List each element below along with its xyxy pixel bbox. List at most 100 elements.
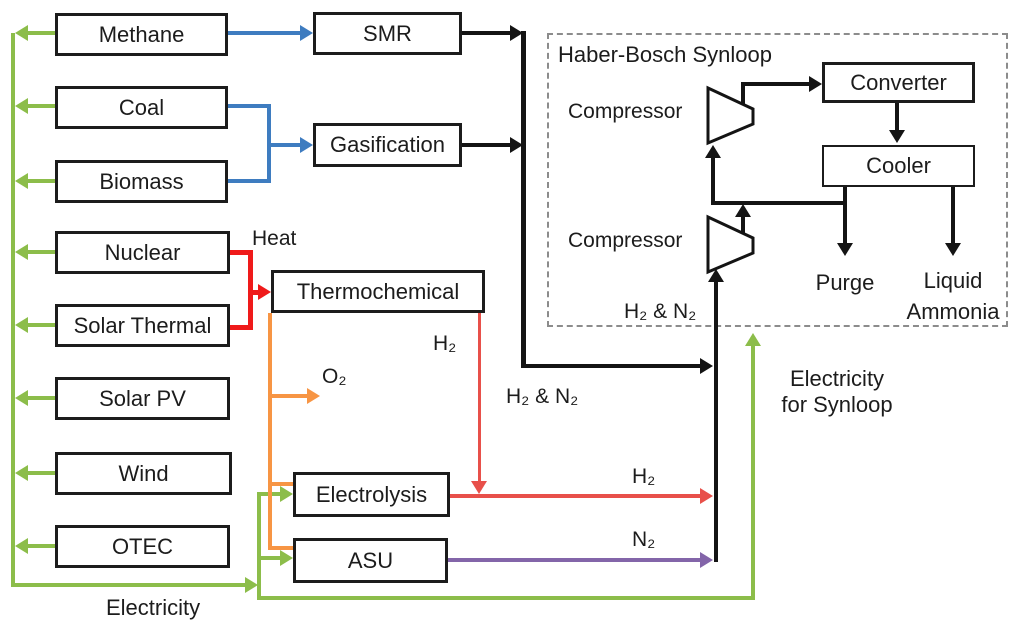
node-gasification: Gasification [313,123,462,167]
node-electrolysis-label: Electrolysis [315,481,428,507]
compressor-top-label: Compressor [568,100,683,123]
node-thermochemical-label: Thermochemical [296,278,460,304]
node-coal-label: Coal [118,94,165,120]
electricity-to-otec-line [27,544,55,548]
node-converter-label: Converter [850,69,947,95]
electricity-to-solar-thermal-line [27,323,55,327]
liquid-ammonia-arrowhead [945,243,961,256]
methane-to-smr-arrowhead [300,25,313,41]
recycle-to-compressor-line [711,156,715,203]
gasification-out-arrowhead [510,137,523,153]
compressor-bottom-symbol [706,214,755,275]
biomass-out-line [228,179,271,183]
orange-to-asu-line [272,546,293,550]
purge-arrowhead [837,243,853,256]
node-methane-label: Methane [98,21,185,47]
h2-n2-feed-label: H₂ & N₂ [506,385,579,408]
to-converter-arrowhead [809,76,822,92]
electricity-synloop-line [751,340,755,598]
electricity-to-solar-thermal-arrowhead [15,317,28,333]
node-solar-pv-label: Solar PV [99,385,186,411]
h2-electrolysis-label: H₂ [632,465,656,488]
node-wind-label: Wind [118,460,169,486]
heat-to-thermochemical-arrowhead [258,284,271,300]
thermochemical-h2-line [478,313,481,481]
electricity-bottom-line [11,583,245,587]
node-asu: ASU [293,538,448,583]
node-electrolysis: Electrolysis [293,472,450,517]
electricity-to-methane-line [27,31,55,35]
node-coal: Coal [55,86,228,129]
methane-to-smr-line [228,31,302,35]
node-smr: SMR [313,12,462,55]
electricity-bottom-arrowhead [245,577,258,593]
electricity-to-nuclear-line [27,250,55,254]
compressor-top-out-vline [741,84,745,108]
smr-out-line [462,31,511,35]
purge-line [843,205,847,244]
compressor-bottom-label: Compressor [568,229,683,252]
electricity-riser-line [257,492,261,600]
thermochemical-down-line [268,313,272,550]
coal-biomass-bus-line [267,104,271,183]
liquid-ammonia-label-line2: Ammonia [906,299,1000,324]
oxygen-line [272,394,308,398]
purge-label: Purge [815,270,875,295]
compressor-bottom-out-arrowhead [735,204,751,217]
oxygen-arrowhead [307,388,320,404]
compressor-top-out-hline [741,82,811,86]
electricity-to-biomass-line [27,179,55,183]
n2-asu-label: N₂ [632,528,656,551]
to-gasification-arrowhead [300,137,313,153]
thermochemical-h2-arrowhead [471,481,487,494]
electricity-to-nuclear-arrowhead [15,244,28,260]
recycle-to-compressor-arrowhead [705,145,721,158]
electricity-to-electrolysis-arrowhead [280,486,293,502]
smr-out-arrowhead [510,25,523,41]
h2-n2-synloop-label: H₂ & N₂ [624,300,697,323]
electrolysis-h2-line [450,494,702,498]
to-gasification-line [271,143,301,147]
coal-out-line [228,104,271,108]
feed-to-compressor-arrowhead [708,269,724,282]
node-otec-label: OTEC [111,533,174,559]
node-solar-thermal: Solar Thermal [55,304,230,347]
node-asu-label: ASU [347,547,394,573]
recycle-line [711,201,847,205]
node-biomass-label: Biomass [99,168,184,194]
syngas-bottom-line [521,364,701,368]
node-methane: Methane [55,13,228,56]
node-thermochemical: Thermochemical [271,270,485,313]
heat-to-thermochemical-line [250,290,260,295]
electricity-synloop-label-line1: Electricity [789,366,885,391]
haber-bosch-synloop-boundary [547,33,1008,327]
node-nuclear-label: Nuclear [104,239,181,265]
node-biomass: Biomass [55,160,228,203]
compressor-bottom-out-line [741,215,745,237]
electricity-to-asu-arrowhead [280,550,293,566]
electricity-to-solar-pv-line [27,396,55,400]
compressor-top-symbol [706,85,755,146]
electrolysis-h2-arrowhead [700,488,713,504]
electricity-synloop-label-line2: for Synloop [781,392,893,417]
solar-thermal-heat-line [230,325,253,330]
node-cooler: Cooler [822,145,975,187]
electricity-to-wind-arrowhead [15,465,28,481]
nuclear-heat-line [230,250,253,255]
node-solar-thermal-label: Solar Thermal [73,312,212,338]
electricity-to-asu-line [261,556,281,560]
converter-to-cooler-line [895,103,899,131]
electricity-to-wind-line [27,471,55,475]
node-otec: OTEC [55,525,230,568]
node-cooler-label: Cooler [866,153,931,178]
electricity-left-bus-line [11,33,15,587]
oxygen-label: O₂ [322,365,347,388]
h2-thermochemical-label: H₂ [433,332,457,355]
gasification-out-line [462,143,511,147]
electricity-to-biomass-arrowhead [15,173,28,189]
liquid-ammonia-line [951,187,955,244]
electricity-rail-line [257,596,755,600]
node-wind: Wind [55,452,232,495]
electricity-to-solar-pv-arrowhead [15,390,28,406]
